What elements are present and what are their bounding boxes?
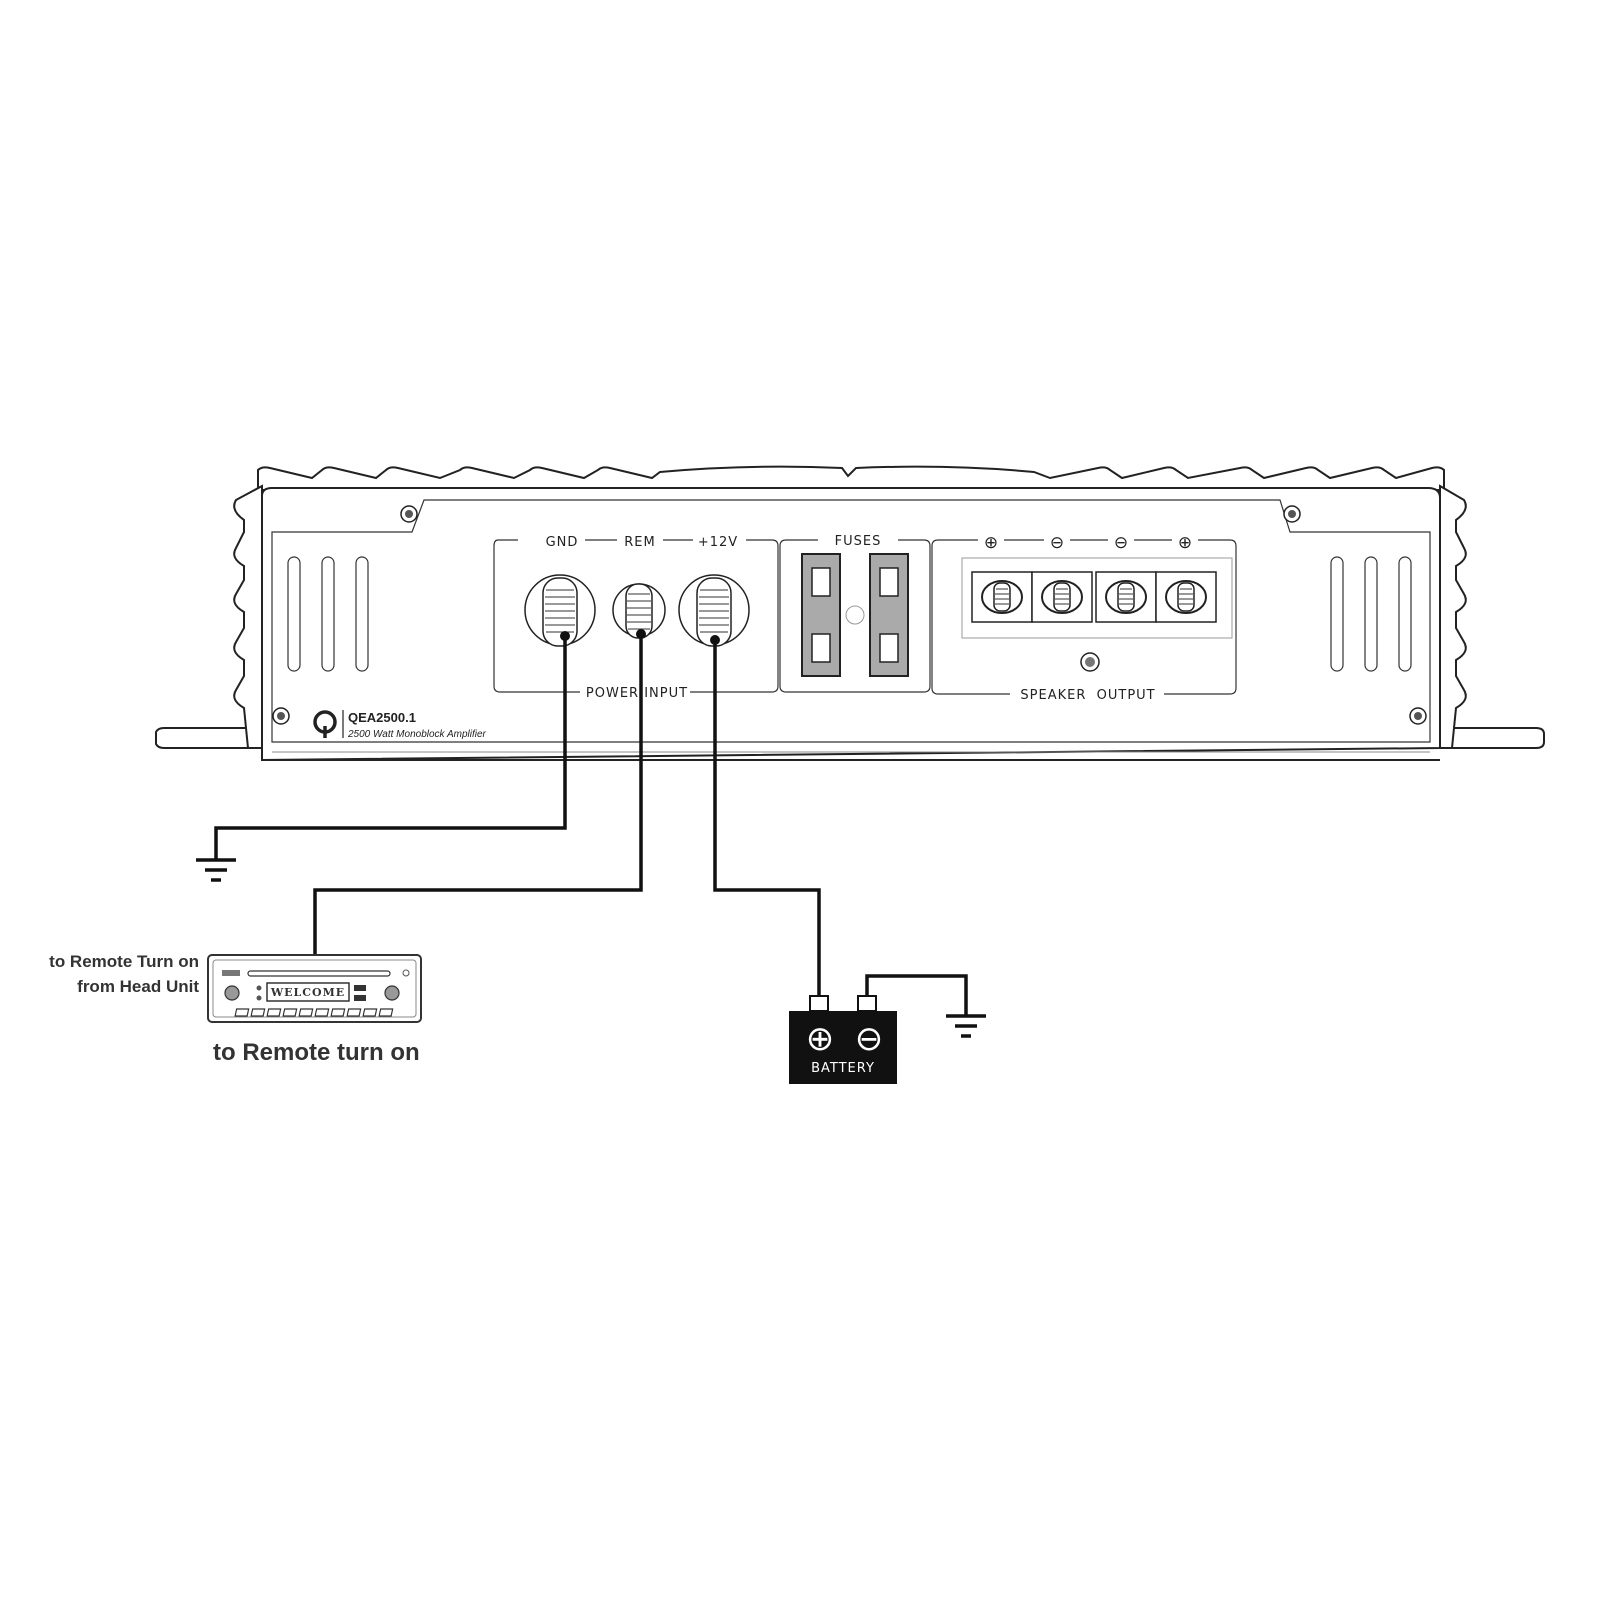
power-input-label: POWER INPUT bbox=[586, 686, 688, 701]
gnd-wire bbox=[214, 636, 567, 860]
gnd-terminal-label: GND bbox=[546, 535, 579, 550]
battery-negative-symbol: ⊖ bbox=[855, 1019, 884, 1059]
rem-terminal-label: REM bbox=[624, 535, 655, 550]
battery-positive-post bbox=[809, 995, 829, 1012]
model-description: 2500 Watt Monoblock Amplifier bbox=[347, 729, 487, 740]
battery-positive-symbol: ⊕ bbox=[806, 1019, 835, 1059]
plus12v-terminal bbox=[678, 574, 750, 647]
left-vent-slots bbox=[287, 556, 369, 672]
screw-bottom-left bbox=[272, 707, 290, 725]
rem-wire bbox=[313, 634, 643, 955]
speaker-led-indicator bbox=[1080, 652, 1100, 672]
right-knob bbox=[384, 985, 400, 1001]
speaker-polarity-4: ⊕ bbox=[1178, 533, 1192, 553]
battery-label: BATTERY bbox=[811, 1061, 875, 1076]
speaker-terminal-screws bbox=[981, 580, 1207, 614]
ground-icon bbox=[196, 858, 236, 882]
screw-bottom-right bbox=[1409, 707, 1427, 725]
q-logo-icon bbox=[313, 710, 337, 738]
right-side-fins bbox=[1439, 484, 1467, 749]
head-unit-display-text: WELCOME bbox=[270, 986, 345, 999]
left-mounting-flange bbox=[155, 727, 249, 749]
head-unit-display bbox=[266, 982, 350, 1002]
preset-buttons bbox=[234, 1008, 394, 1017]
cd-slot bbox=[247, 970, 391, 977]
amplifier: QEA2500.1 2500 Watt Monoblock Amplifier … bbox=[155, 465, 1545, 762]
fuse-left bbox=[801, 553, 841, 677]
plus12v-terminal-label: +12V bbox=[698, 535, 738, 550]
model-number: QEA2500.1 bbox=[348, 710, 416, 725]
battery: ⊕ ⊖ BATTERY bbox=[789, 995, 897, 1084]
fuse-right bbox=[869, 553, 909, 677]
head-unit: WELCOME bbox=[207, 954, 422, 1023]
power-input-panel: POWER INPUT GND REM +12V bbox=[493, 535, 779, 701]
speaker-output-label: SPEAKER OUTPUT bbox=[1020, 688, 1155, 703]
speaker-polarity-2: ⊖ bbox=[1050, 533, 1064, 553]
left-side-fins bbox=[233, 484, 263, 749]
battery-negative-post bbox=[857, 995, 877, 1012]
amplifier-faceplate bbox=[261, 487, 1441, 762]
right-vent-slots bbox=[1330, 556, 1412, 672]
plus12v-wire bbox=[713, 640, 821, 996]
head-unit-caption: to Remote turn on bbox=[213, 1039, 420, 1066]
fuse-indicator bbox=[845, 605, 865, 625]
heatsink-fins bbox=[257, 465, 1445, 491]
speaker-polarity-1: ⊕ bbox=[984, 533, 998, 553]
wiring bbox=[214, 629, 968, 1016]
head-unit-side-label-line2: from Head Unit bbox=[77, 977, 199, 996]
speaker-polarity-3: ⊖ bbox=[1114, 533, 1128, 553]
head-unit-side-label-line1: to Remote Turn on bbox=[49, 952, 199, 971]
rem-terminal bbox=[612, 583, 666, 639]
top-right-button bbox=[402, 969, 410, 977]
eject-button bbox=[222, 970, 240, 976]
fuses-panel: FUSES bbox=[779, 534, 931, 693]
battery-body bbox=[789, 1011, 897, 1084]
screw-top-left bbox=[400, 505, 418, 523]
faceplate-inner-outline bbox=[271, 499, 1431, 743]
left-knob bbox=[224, 985, 240, 1001]
fuses-label: FUSES bbox=[835, 534, 882, 549]
speaker-output-panel: SPEAKER OUTPUT ⊕ ⊖ ⊖ ⊕ bbox=[931, 533, 1237, 703]
battery-ground-wire bbox=[865, 974, 968, 1016]
gnd-terminal bbox=[524, 574, 596, 647]
screw-top-right bbox=[1283, 505, 1301, 523]
battery-ground-icon bbox=[946, 1014, 986, 1038]
right-mounting-flange bbox=[1441, 727, 1545, 749]
